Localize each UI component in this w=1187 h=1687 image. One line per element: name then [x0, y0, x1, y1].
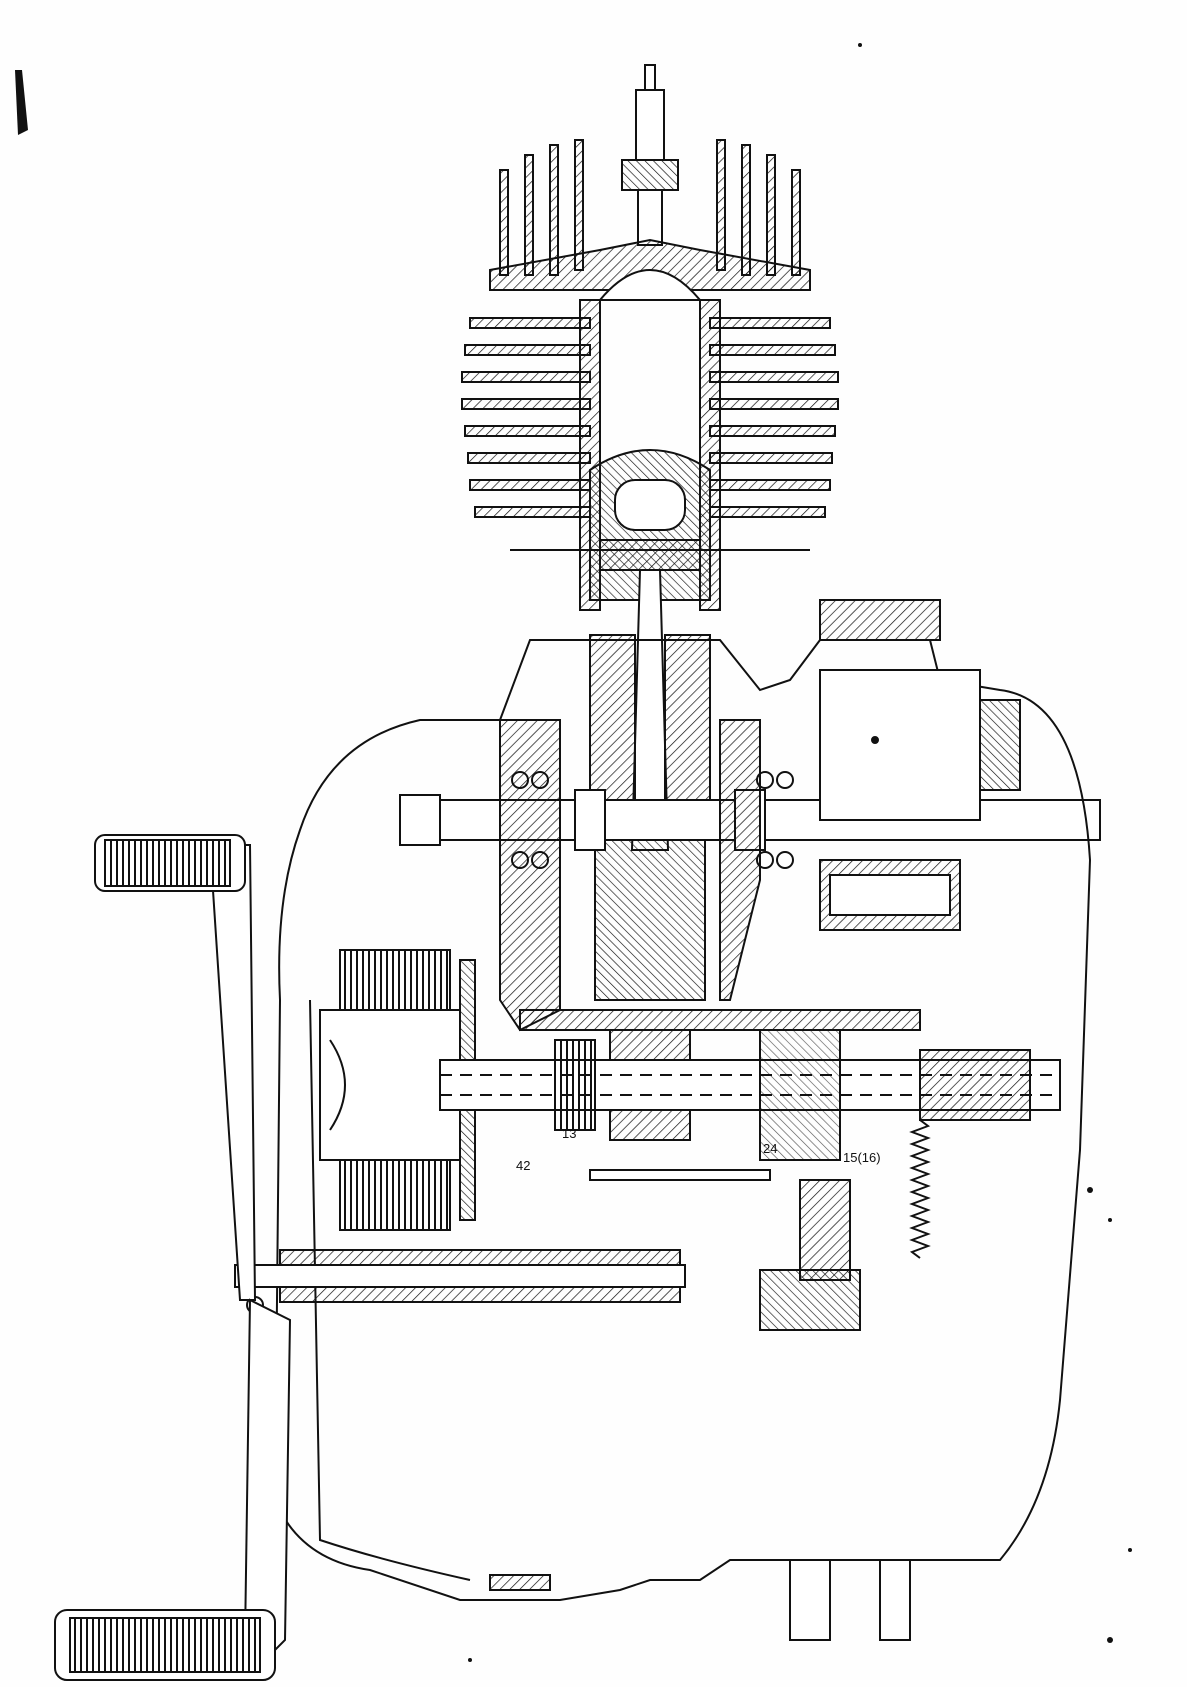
- spark-plug: [621, 64, 679, 246]
- print-artifacts: [15, 43, 1132, 1662]
- cylinder-head: [489, 139, 811, 301]
- generator: [819, 669, 1021, 931]
- crankcase: [273, 639, 1092, 1601]
- kickstart-shaft: [234, 1249, 686, 1314]
- label-13: 13: [562, 1126, 576, 1141]
- kickstart-lever: [54, 834, 292, 1681]
- label-15-16: 15(16): [843, 1150, 881, 1165]
- piston: [589, 449, 711, 601]
- return-spring: [909, 1119, 931, 1259]
- label-24: 24: [763, 1141, 777, 1156]
- label-42: 42: [516, 1158, 530, 1173]
- clutch: [319, 949, 476, 1231]
- gearbox-shaft: [439, 1029, 1061, 1161]
